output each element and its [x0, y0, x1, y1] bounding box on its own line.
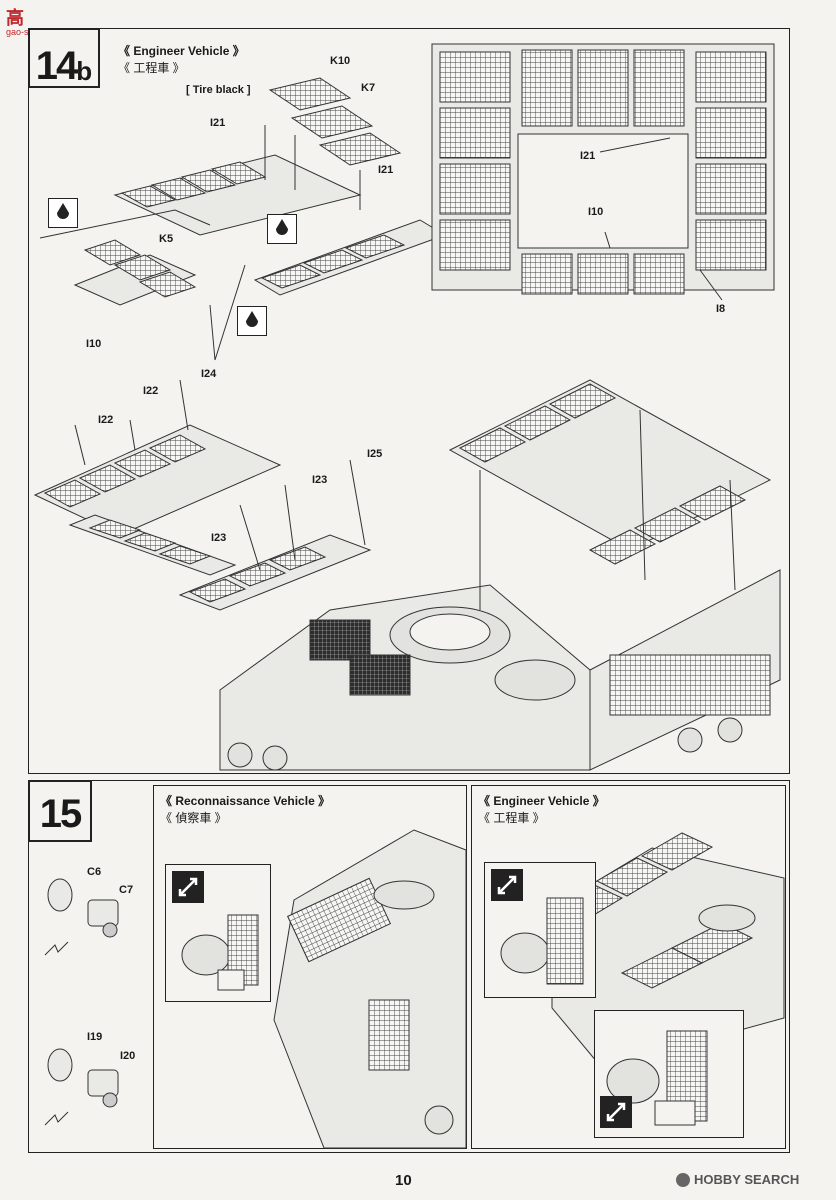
label-c7: C7 [119, 884, 134, 896]
engineer-vehicle-title: 《 Engineer Vehicle 》 《 工程車 》 [478, 794, 605, 825]
label-i20: I20 [120, 1050, 136, 1062]
label-i23-a: I23 [312, 474, 328, 486]
hobby-search-watermark: HOBBY SEARCH [676, 1172, 799, 1187]
engineer-vehicle-panel [471, 785, 786, 1149]
step-15-frame [28, 780, 790, 1153]
flip-view-icon [172, 871, 204, 903]
label-i25: I25 [367, 448, 383, 460]
glue-icon [267, 214, 297, 244]
label-i19: I19 [87, 1031, 103, 1043]
label-top-i8: I8 [716, 303, 726, 315]
label-i22-b: I22 [98, 414, 114, 426]
top-view-panel-layout [431, 43, 775, 301]
flip-view-icon [491, 869, 523, 901]
step-15-number: 15 [28, 780, 92, 842]
page-number: 10 [395, 1172, 412, 1189]
step-14b-title: 《 Engineer Vehicle 》 《 工程車 》 [118, 44, 245, 75]
sponson-panel-exploded-diagram [39, 77, 447, 361]
label-i10: I10 [86, 338, 102, 350]
label-k7: K7 [361, 82, 376, 94]
label-top-i10: I10 [588, 206, 604, 218]
recon-vehicle-diagram [273, 829, 467, 1149]
label-i22-a: I22 [143, 385, 159, 397]
glue-icon [48, 198, 78, 228]
engineer-vehicle-assembly-diagram [33, 379, 781, 771]
label-i24: I24 [201, 368, 217, 380]
label-k10: K10 [330, 55, 351, 67]
label-i21-a: I21 [210, 117, 226, 129]
label-top-i21: I21 [580, 150, 596, 162]
label-tire-black: [ Tire black ] [186, 84, 251, 96]
label-k5: K5 [159, 233, 174, 245]
flip-view-icon [600, 1096, 632, 1128]
label-i23-b: I23 [211, 532, 227, 544]
hobby-search-logo-icon [676, 1172, 690, 1187]
step-14b-frame [28, 28, 790, 774]
label-c6: C6 [87, 866, 102, 878]
tool-box-parts-diagram [44, 878, 119, 1126]
recon-vehicle-title: 《 Reconnaissance Vehicle 》 《 偵察車 》 [160, 794, 331, 825]
glue-icon [237, 306, 267, 336]
label-i21-b: I21 [378, 164, 394, 176]
